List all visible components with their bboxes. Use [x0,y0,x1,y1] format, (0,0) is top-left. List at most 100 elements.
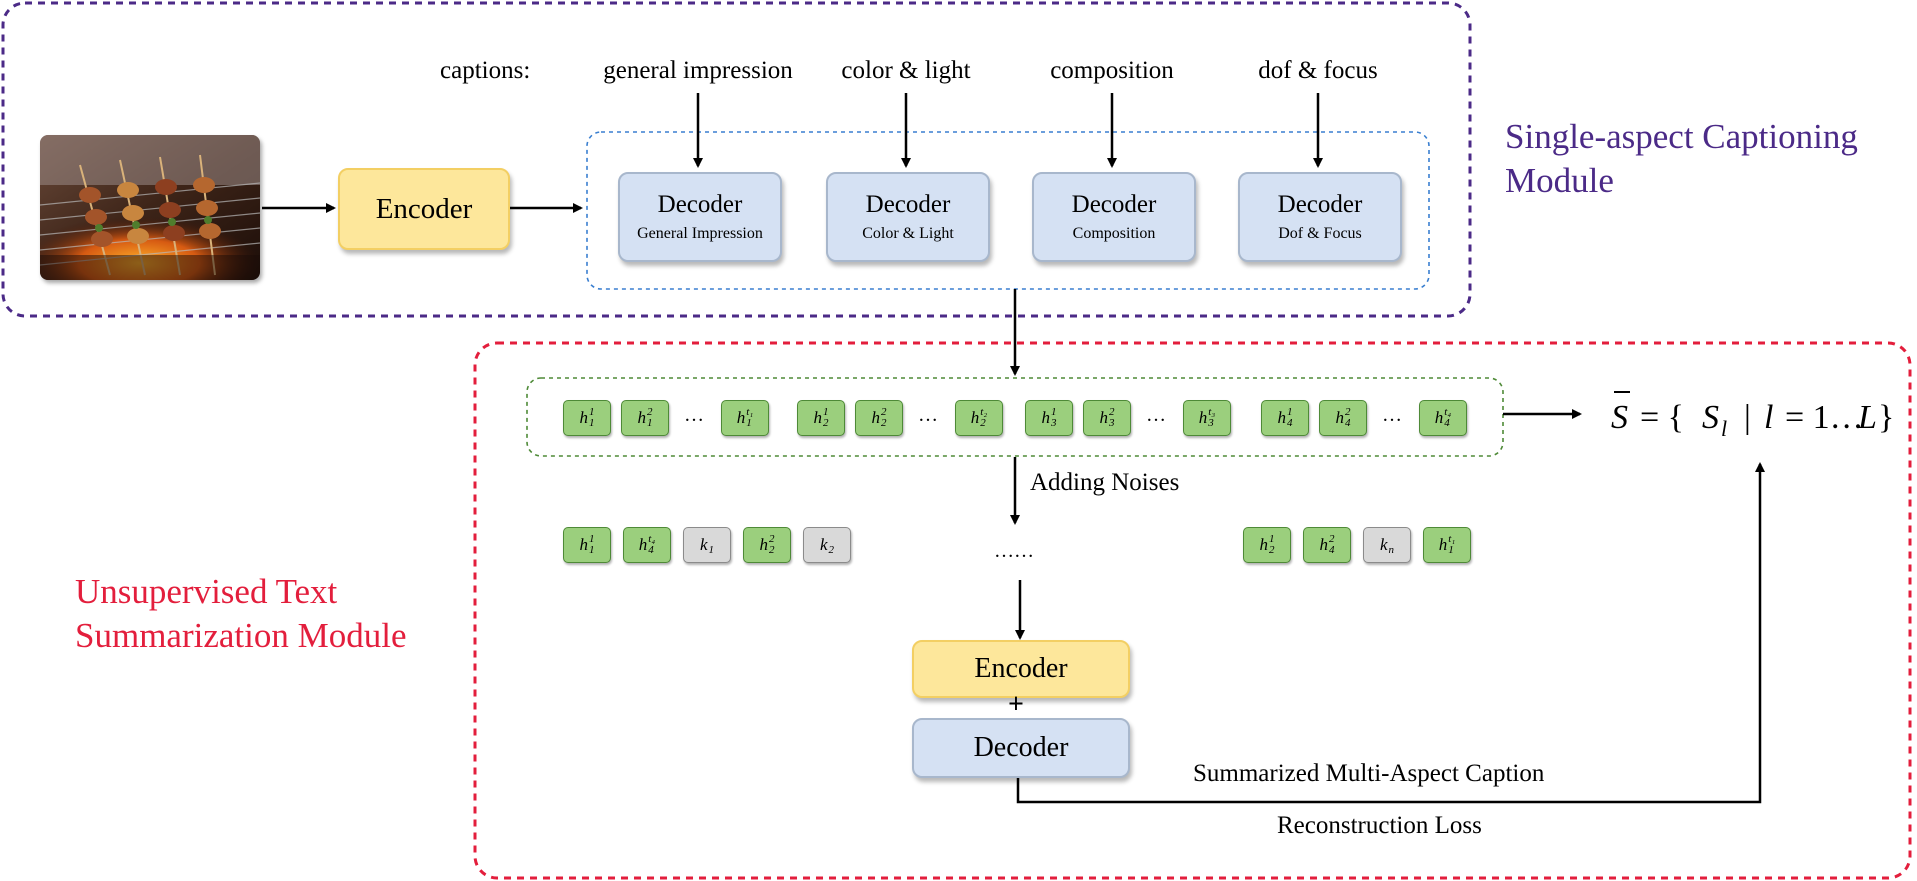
token-subscript: 2 [828,544,835,556]
module1-title: Single-aspect Captioning Module [1505,115,1858,203]
grill-image [40,135,260,280]
token-symbol: h [1041,408,1051,427]
decoder-color-light: Decoder Color & Light [826,172,990,262]
token-subscript: 4 [1329,544,1335,556]
formula-s-sub: l [1721,416,1727,441]
token-symbol: k [699,535,708,554]
token-symbol: h [1099,408,1109,427]
formula-close: } [1878,399,1894,436]
decoder-subtitle: Composition [1072,224,1156,242]
token-subscript: 2 [980,417,986,429]
token-symbol: h [736,408,746,427]
token-ellipsis: … [918,404,938,426]
token-ellipsis: … [684,404,704,426]
token-symbol: k [1379,535,1388,554]
decoder-subtitle: General Impression [637,224,763,242]
reconstruction-loss-label: Reconstruction Loss [1277,812,1482,839]
decoder-title: Decoder [1071,191,1157,219]
decoder-subtitle: Color & Light [862,224,954,242]
token-subscript: 4 [1287,417,1293,429]
token-superscript: 2 [647,406,653,418]
token: k 1 [683,527,731,563]
token-subscript: 4 [1345,417,1351,429]
token-superscript: 2 [1329,533,1335,545]
adding-noises-label: Adding Noises [1030,469,1180,496]
module2-title-line1: Unsupervised Text [75,572,338,611]
formula-rest: = 1… [1785,399,1864,436]
formula-l: l [1764,399,1773,436]
token-symbol: h [579,408,589,427]
decoder-composition: Decoder Composition [1032,172,1196,262]
plus-sign: + [1008,689,1024,720]
module1-frame [1,1,1472,318]
module1-title-line2: Module [1505,161,1614,200]
token-superscript: t₁ [1448,533,1456,545]
input-photo [40,135,260,280]
token-superscript: 1 [823,406,829,418]
formula-bar: | [1744,399,1751,436]
encoder-bottom: Encoder [912,640,1130,698]
decoder-dof-focus: Decoder Dof & Focus [1238,172,1402,262]
token-superscript: 1 [1287,406,1293,418]
decoder-group-frame [586,131,1430,290]
formula-lhs: S [1611,399,1628,436]
caption-color-light: color & light [841,57,971,84]
caption-dof-focus: dof & focus [1258,57,1378,84]
decoder-subtitle: Dof & Focus [1278,224,1362,242]
summary-formula: S = { S l | l = 1… L } [1611,391,1894,441]
token-subscript: 1 [589,417,595,429]
formula-L: L [1857,399,1877,436]
token-symbol: h [1434,408,1444,427]
token-subscript: 1 [647,417,653,429]
token-symbol: h [1259,535,1269,554]
token-subscript: 3 [1208,417,1214,429]
module2-title: Unsupervised Text Summarization Module [75,570,406,658]
decoder-bottom-label: Decoder [973,731,1069,763]
token-superscript: 1 [589,533,595,545]
token-superscript: 2 [769,533,775,545]
token-symbol: h [638,535,648,554]
encoder-bottom-label: Encoder [974,653,1068,684]
token-subscript: 4 [648,544,654,556]
token-subscript: 2 [1269,544,1275,556]
token-superscript: t₄ [1444,406,1452,418]
token-subscript: 2 [881,417,887,429]
arrow-reconstruction-loop [1016,462,1765,804]
token-symbol: h [1335,408,1345,427]
token-symbol: h [813,408,823,427]
token-ellipsis: … [1146,404,1166,426]
token: k n [1363,527,1411,563]
token-symbol: h [1438,535,1448,554]
formula-s: S [1702,399,1719,436]
token-symbol: h [871,408,881,427]
module2-frame [473,341,1912,880]
token-superscript: t₄ [648,533,656,545]
token-superscript: 1 [1051,406,1057,418]
decoder-title: Decoder [1277,191,1363,219]
formula-eq: = { [1640,399,1684,436]
module2-title-line2: Summarization Module [75,616,407,655]
token-symbol: h [1198,408,1208,427]
token-subscript: 1 [746,417,752,429]
token-superscript: 1 [1269,533,1275,545]
token-ellipsis: … [1382,404,1402,426]
token-superscript: 1 [589,406,595,418]
token-subscript: 1 [1448,544,1454,556]
